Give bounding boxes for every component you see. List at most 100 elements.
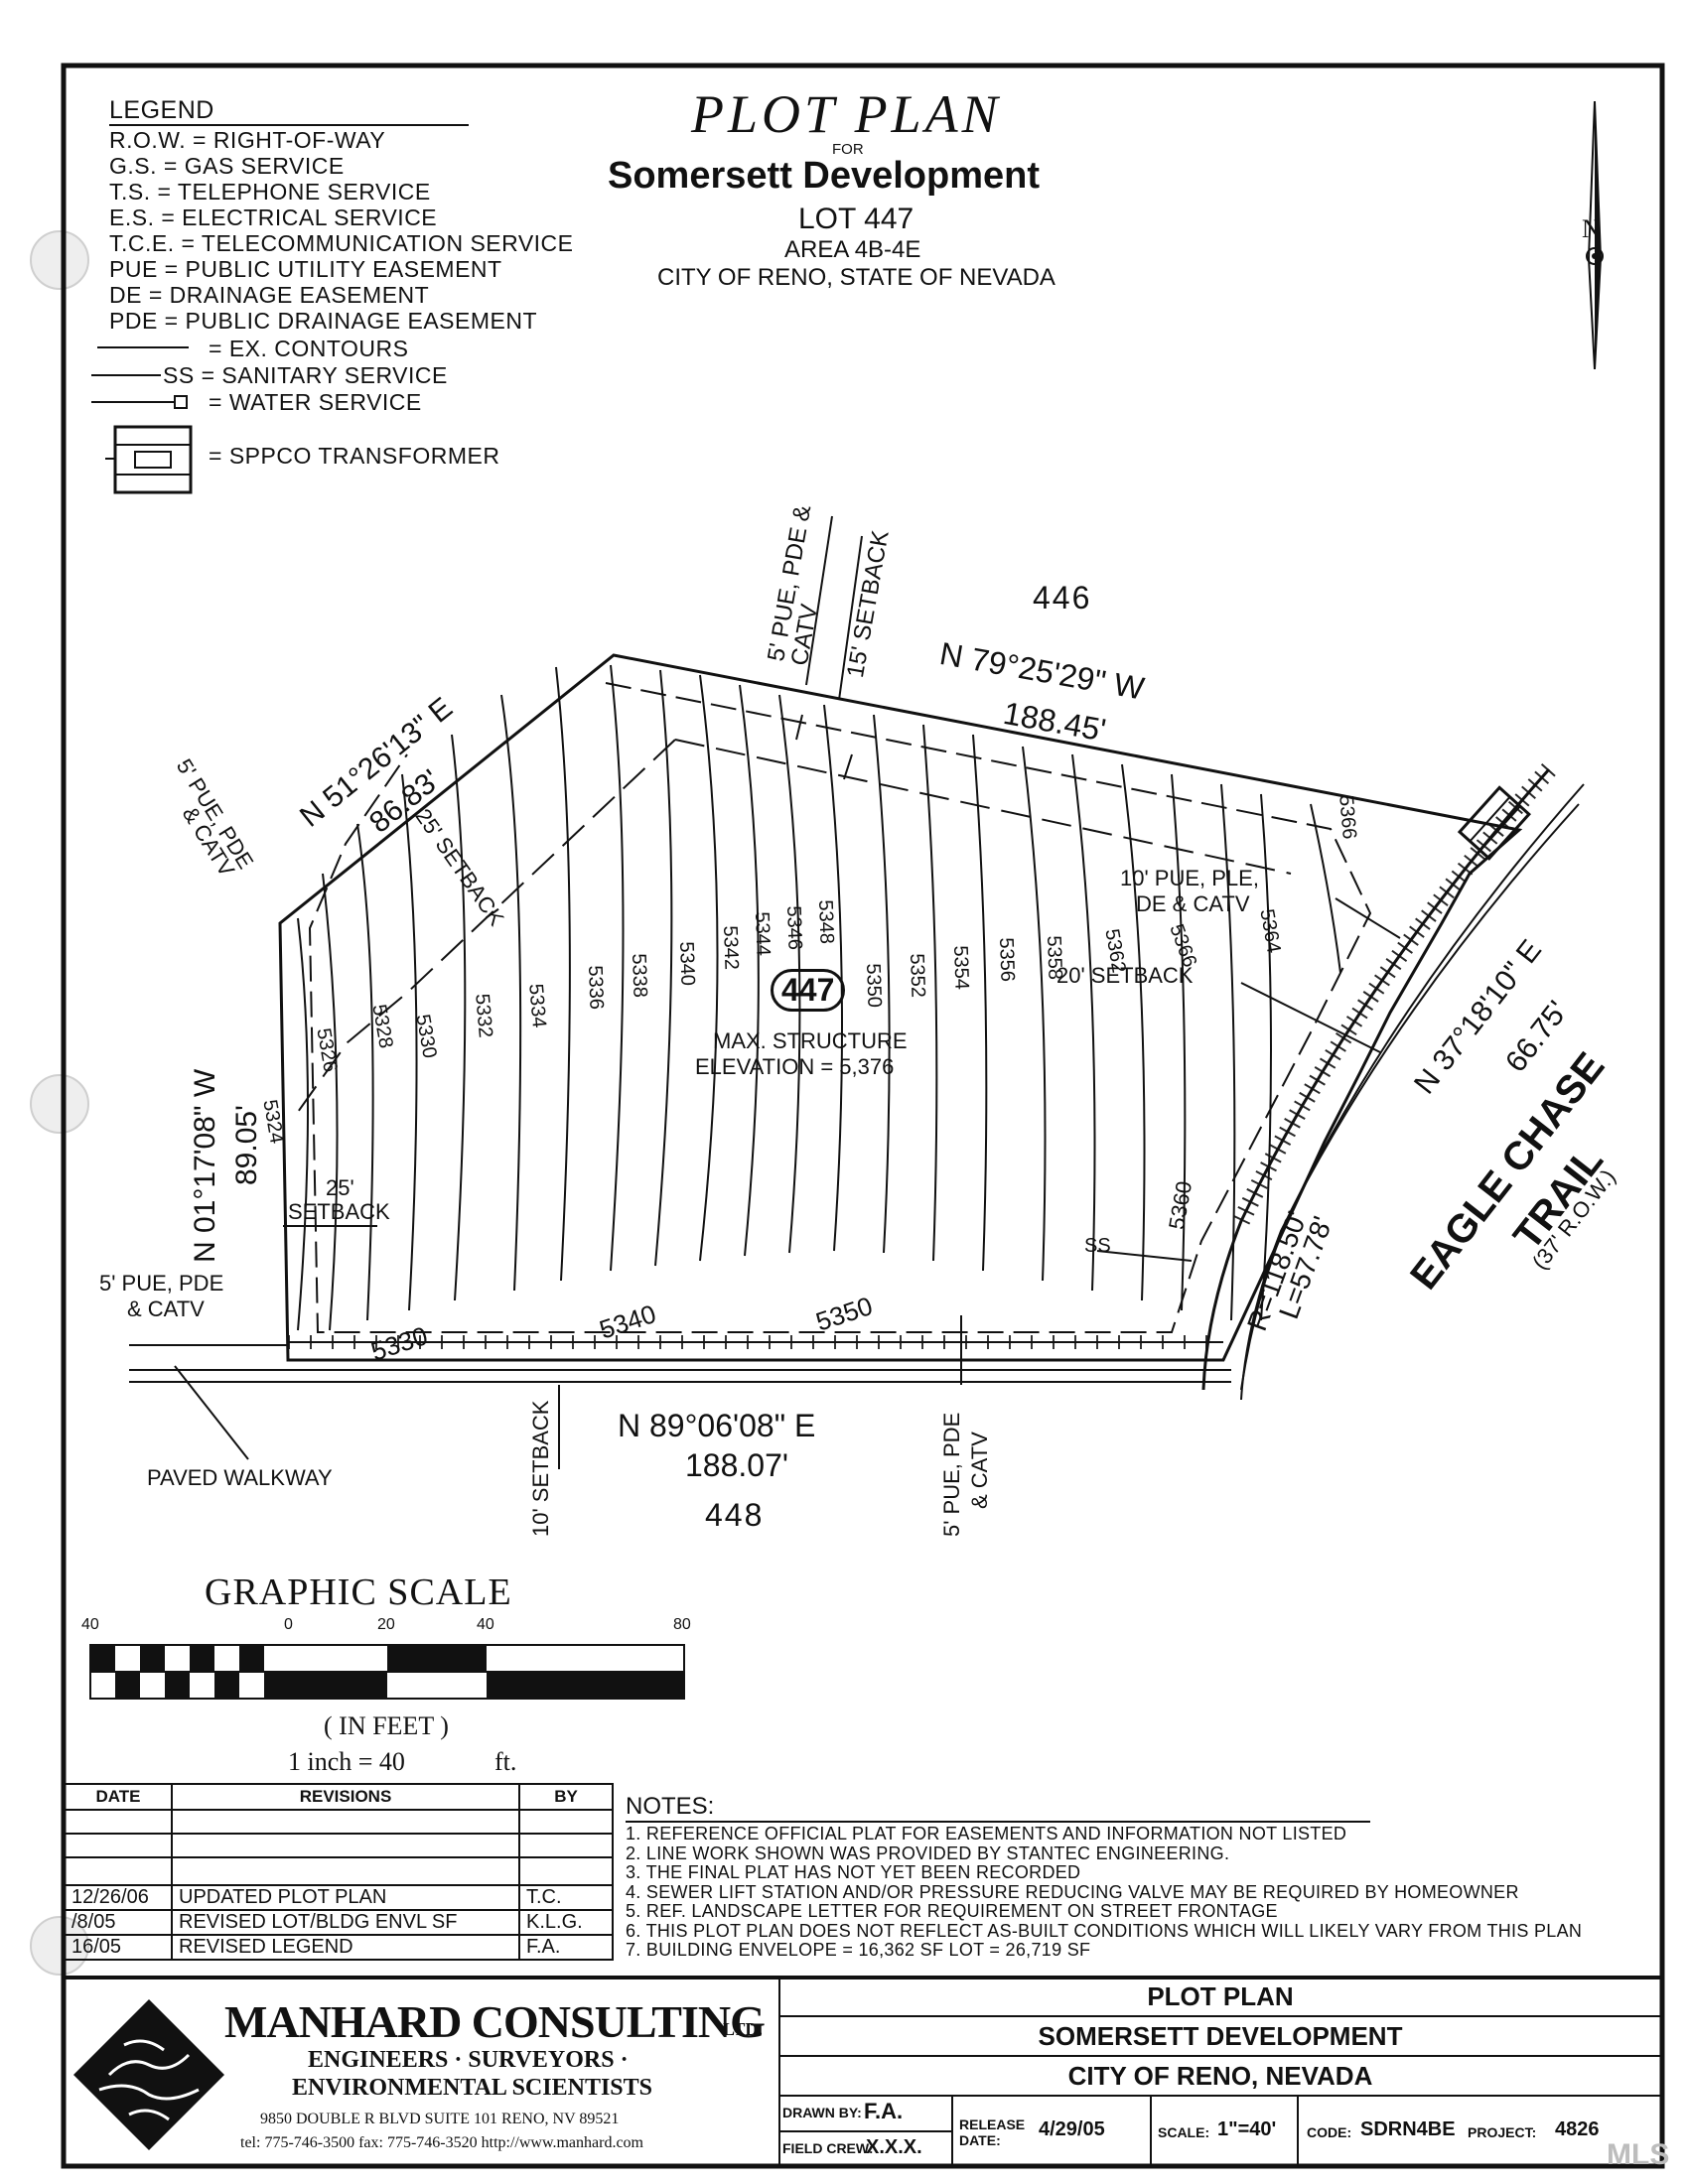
title-block-divider [1150, 2095, 1152, 2166]
city-label: CITY OF RENO, STATE OF NEVADA [657, 264, 1055, 291]
contour-label: 5366 [1335, 794, 1360, 841]
scale-tick-label: 20 [377, 1616, 395, 1633]
revision-text [171, 1809, 520, 1835]
revision-by [518, 1833, 614, 1858]
lot-south-number: 448 [705, 1497, 765, 1533]
east-pue-label-1: 10' PUE, PLE, [1120, 866, 1259, 890]
contour-label: 5352 [906, 953, 929, 999]
notes-list: 1. REFERENCE OFFICIAL PLAT FOR EASEMENTS… [626, 1824, 1582, 1961]
legend-item: T.S. = TELEPHONE SERVICE [109, 179, 431, 205]
drawn-by-label: DRAWN BY: [782, 2105, 862, 2120]
title-block-divider [1297, 2095, 1299, 2166]
revisions-date-header: DATE [64, 1783, 173, 1811]
note-item: 4. SEWER LIFT STATION AND/OR PRESSURE RE… [626, 1881, 1519, 1902]
title-block-divider [778, 2130, 953, 2132]
west-setback-label-1: 25' [326, 1175, 354, 1200]
table-row [64, 1833, 614, 1858]
contour-label: 5350 [862, 963, 886, 1009]
project-location: CITY OF RENO, NEVADA [778, 2055, 1662, 2097]
revision-by: F.A. [518, 1934, 614, 1961]
legend-item: R.O.W. = RIGHT-OF-WAY [109, 127, 386, 153]
firm-line1: ENGINEERS · SURVEYORS · [308, 2047, 629, 2073]
field-crew-value: X.X.X. [866, 2136, 922, 2158]
revision-date: 16/05 [64, 1934, 173, 1961]
scale-tick-label: 80 [673, 1616, 691, 1633]
scale-units: ( IN FEET ) [324, 1711, 449, 1740]
revision-by: K.L.G. [518, 1909, 614, 1936]
notes-heading: NOTES: [626, 1793, 1370, 1823]
firm-line2: ENVIRONMENTAL SCIENTISTS [292, 2075, 652, 2101]
firm-address: 9850 DOUBLE R BLVD SUITE 101 RENO, NV 89… [260, 2111, 620, 2127]
legend-transformer: = SPPCO TRANSFORMER [209, 443, 500, 469]
drawn-by-value: F.A. [864, 2099, 904, 2123]
paved-walkway-label: PAVED WALKWAY [147, 1465, 333, 1490]
contour-label: 5354 [949, 945, 973, 991]
project-name: SOMERSETT DEVELOPMENT [778, 2015, 1662, 2057]
area-label: AREA 4B-4E [784, 236, 921, 263]
revision-text [171, 1856, 520, 1886]
west-bearing: N 01°17'08" W [189, 1068, 221, 1263]
title-block [64, 1976, 1662, 2166]
scale-value: 1"=40' [1217, 2118, 1277, 2140]
punch-hole-top [30, 230, 89, 290]
revision-date [64, 1856, 173, 1886]
legend-item: PUE = PUBLIC UTILITY EASEMENT [109, 256, 502, 282]
firm-ltd: LTD. [723, 2019, 763, 2039]
revision-by: T.C. [518, 1884, 614, 1911]
legend-item: G.S. = GAS SERVICE [109, 153, 345, 179]
scale-tick-label: 40 [477, 1616, 494, 1633]
firm-name: MANHARD CONSULTING [224, 1996, 766, 2047]
contour-label: 5332 [471, 993, 496, 1039]
table-row [64, 1809, 614, 1835]
contour-label: 5356 [995, 937, 1019, 983]
contour-label: 5336 [584, 965, 608, 1011]
field-crew-label: FIELD CREW: [782, 2140, 874, 2156]
east-setback-label: 20' SETBACK [1056, 963, 1194, 988]
code-value: SDRN4BE [1360, 2118, 1456, 2140]
east-pue-label-2: DE & CATV [1136, 891, 1250, 916]
graphic-scale-title: GRAPHIC SCALE [205, 1571, 512, 1613]
note-item: 2. LINE WORK SHOWN WAS PROVIDED BY STANT… [626, 1843, 1230, 1863]
release-label-1: RELEASE [959, 2116, 1026, 2132]
max-structure-label: MAX. STRUCTURE [713, 1028, 908, 1053]
scale-tick-label: 40 [81, 1616, 99, 1633]
table-row [64, 1856, 614, 1886]
revision-text: REVISED LOT/BLDG ENVL SF [171, 1909, 520, 1936]
legend-contours: = EX. CONTOURS [209, 336, 409, 361]
south-pue-label-2: & CATV [967, 1432, 992, 1509]
firm-logo [73, 1999, 224, 2150]
legend-heading: LEGEND [109, 96, 214, 124]
revision-by [518, 1856, 614, 1886]
west-setback-label-2: SETBACK [288, 1199, 390, 1224]
contour-label: 5346 [782, 905, 806, 951]
revision-date [64, 1833, 173, 1858]
for-label: FOR [832, 141, 864, 158]
contour-label: 5348 [814, 899, 838, 945]
revision-by [518, 1809, 614, 1835]
contour-label: 5338 [628, 953, 651, 999]
contour-label: 5334 [524, 983, 550, 1029]
contour-label: 5344 [751, 911, 774, 957]
project-label: PROJECT: [1468, 2124, 1537, 2140]
contour-label: 5358 [1043, 935, 1066, 981]
project-number: 4826 [1555, 2118, 1600, 2140]
release-date: 4/29/05 [1039, 2118, 1105, 2140]
revision-text: REVISED LEGEND [171, 1934, 520, 1961]
lot-north-number: 446 [1033, 580, 1092, 615]
legend-list: R.O.W. = RIGHT-OF-WAY G.S. = GAS SERVICE… [109, 127, 574, 334]
west-pue-label-2: & CATV [127, 1297, 205, 1321]
scale-ratio: 1 inch = 40 [288, 1747, 405, 1776]
legend-water: = WATER SERVICE [209, 389, 422, 415]
scale-label: SCALE: [1158, 2124, 1210, 2140]
release-label-2: DATE: [959, 2132, 1001, 2148]
south-setback-label: 10' SETBACK [528, 1400, 553, 1537]
west-distance: 89.05' [230, 1105, 263, 1185]
note-item: 3. THE FINAL PLAT HAS NOT YET BEEN RECOR… [626, 1862, 1081, 1882]
code-label: CODE: [1307, 2124, 1352, 2140]
note-item: 7. BUILDING ENVELOPE = 16,362 SF LOT = 2… [626, 1940, 1091, 1960]
client-name: Somersett Development [608, 155, 1041, 197]
